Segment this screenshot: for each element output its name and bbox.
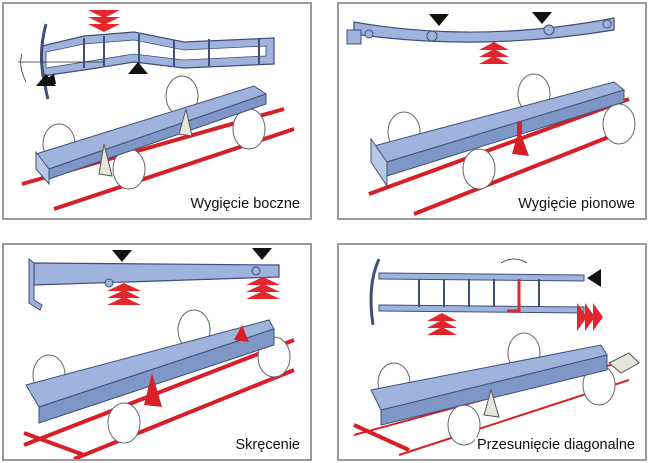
- push-arrows-up: [479, 42, 509, 64]
- push-arrows-down: [88, 10, 120, 32]
- push-arrows-right: [577, 303, 603, 331]
- frame-top-view: [18, 23, 275, 100]
- support-triangle-left: [429, 14, 449, 26]
- panel-vertical-bend: Wygięcie pionowe: [337, 2, 647, 220]
- vertical-bend-illustration: [346, 12, 636, 216]
- caption-vertical-bend: Wygięcie pionowe: [516, 196, 637, 212]
- twist-illustration: [23, 248, 295, 459]
- chassis-3d: [368, 73, 636, 216]
- push-arrows-up-right: [246, 277, 280, 299]
- chassis-3d: [23, 309, 295, 459]
- panel-twist: Skręcenie: [2, 243, 312, 461]
- frame-top-view: [369, 258, 585, 326]
- caption-twist: Skręcenie: [233, 437, 302, 453]
- support-triangle-right: [587, 269, 601, 287]
- caption-diagonal-shift: Przesunięcie diagonalne: [475, 437, 637, 453]
- frame-side-view: [346, 17, 615, 45]
- push-arrows-up: [427, 313, 457, 335]
- push-arrows-up-left: [107, 283, 141, 305]
- chassis-3d: [21, 75, 295, 211]
- lateral-bend-illustration: [18, 10, 295, 211]
- support-triangle-right: [532, 12, 552, 24]
- chassis-3d: [353, 332, 640, 456]
- support-triangle-right: [252, 248, 272, 260]
- support-triangle-mid: [128, 62, 148, 74]
- diagonal-shift-illustration: [353, 258, 640, 456]
- frame-side-view: [28, 257, 280, 311]
- support-triangle-front: [36, 74, 56, 86]
- panel-lateral-bend: Wygięcie boczne: [2, 2, 312, 220]
- caption-lateral-bend: Wygięcie boczne: [188, 196, 302, 212]
- panel-diagonal-shift: Przesunięcie diagonalne: [337, 243, 647, 461]
- support-triangle-left: [112, 250, 132, 262]
